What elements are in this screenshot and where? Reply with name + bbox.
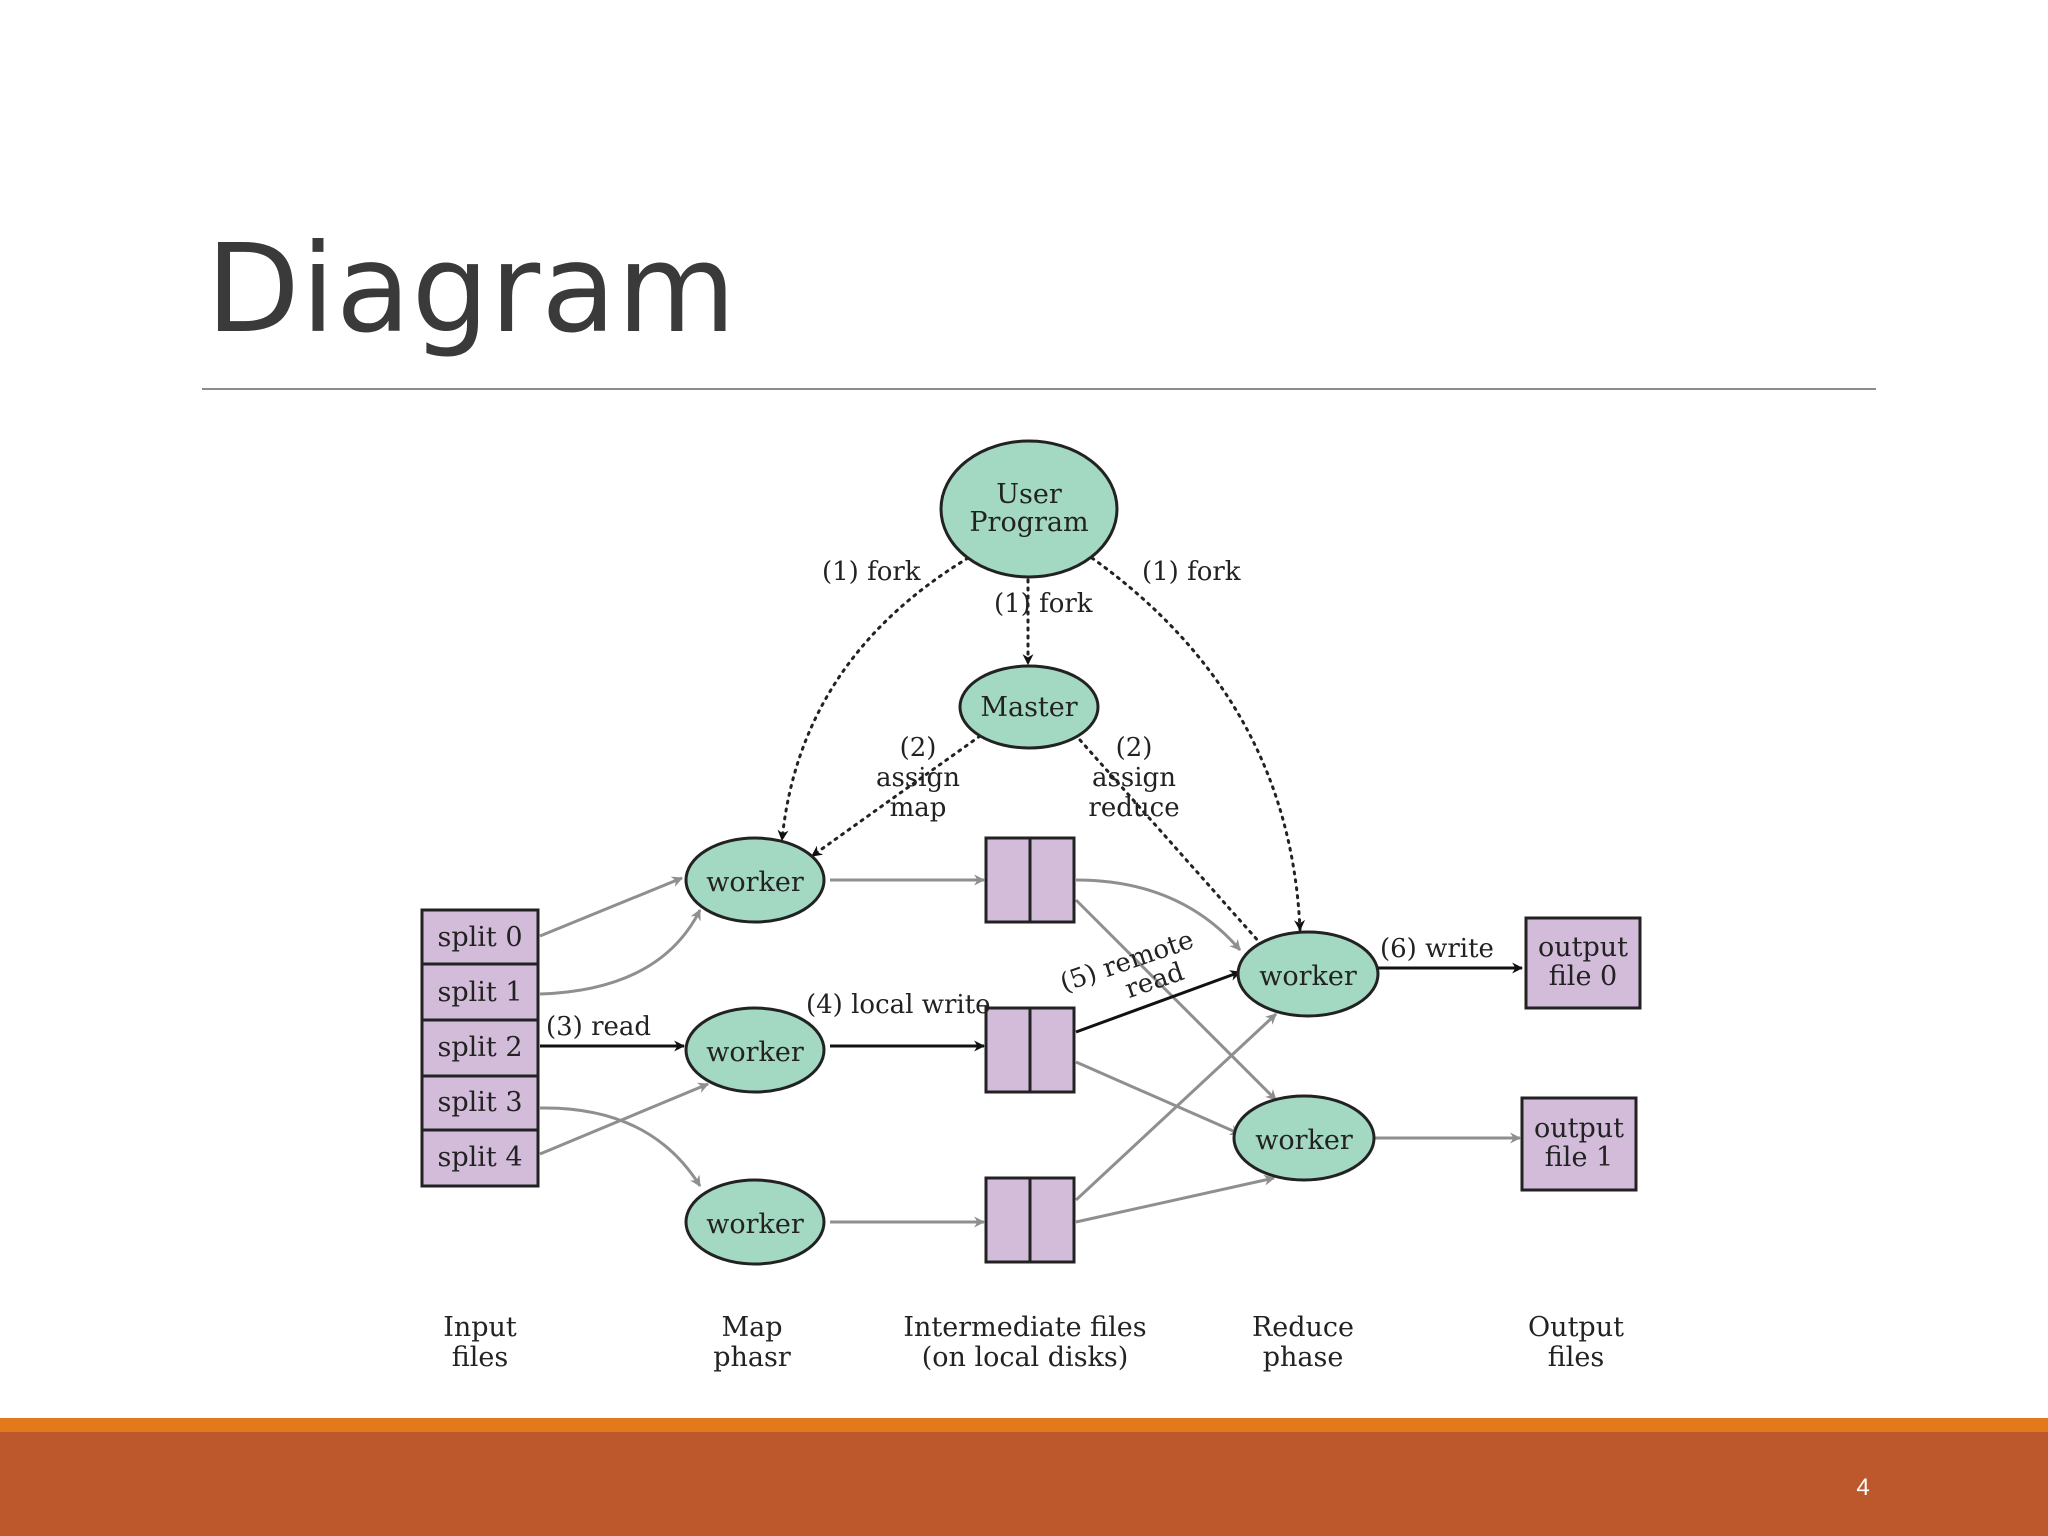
label-fork-left: (1) fork — [822, 557, 921, 587]
split-box-3 — [420, 1074, 540, 1132]
user-program-label-1: User — [996, 479, 1062, 510]
split-label: split 0 — [437, 922, 522, 953]
label-assign-map-3: map — [890, 793, 947, 823]
intermediate-file-middle — [984, 1006, 1076, 1094]
output-file-1: output file 1 — [1520, 1096, 1638, 1192]
output-file-1-label-1: output — [1534, 1113, 1624, 1144]
edge-file1-reduce1 — [1075, 878, 1242, 951]
label-fork-right: (1) fork — [1142, 557, 1241, 587]
phase-output-1: Output — [1528, 1312, 1624, 1343]
phase-map-1: Map — [721, 1312, 782, 1343]
edge-fork-left — [777, 556, 970, 842]
phase-input-2: files — [452, 1342, 508, 1373]
map-worker-top: worker — [684, 836, 826, 924]
intermediate-file-top — [984, 836, 1076, 924]
label-assign-map-2: assign — [876, 763, 960, 793]
phase-intermediate-1: Intermediate files — [903, 1312, 1146, 1343]
label-remote-read: (5) remote read — [1056, 925, 1197, 1005]
output-file-0-label-1: output — [1538, 932, 1628, 963]
footer-accent-stripe — [0, 1418, 2048, 1432]
edge-file3-reduce1 — [1074, 1012, 1278, 1202]
map-worker-bottom: worker — [684, 1178, 826, 1266]
master-label: Master — [980, 692, 1077, 723]
worker-label: worker — [706, 1209, 804, 1240]
label-assign-reduce-1: (2) — [1116, 733, 1153, 763]
split-box-4 — [420, 1128, 540, 1188]
master-node: Master — [958, 664, 1100, 750]
page-number: 4 — [1856, 1474, 1870, 1501]
worker-label: worker — [706, 867, 804, 898]
split-box-0 — [420, 908, 540, 966]
footer-band — [0, 1432, 2048, 1536]
user-program-label-2: Program — [969, 507, 1088, 538]
split-label: split 2 — [437, 1032, 522, 1063]
edge-remote-read — [1075, 970, 1242, 1034]
label-assign-map-1: (2) — [900, 733, 937, 763]
label-write: (6) write — [1380, 934, 1494, 964]
split-label: split 3 — [437, 1087, 522, 1118]
reduce-worker-top: worker — [1236, 930, 1380, 1018]
label-assign-reduce-3: reduce — [1088, 793, 1179, 823]
phase-map-2: phasr — [713, 1342, 791, 1373]
edge-split1-worker — [539, 909, 702, 996]
user-program-node: User Program — [939, 439, 1119, 579]
output-file-0-label-2: file 0 — [1549, 961, 1617, 992]
slide-title: Diagram — [206, 218, 737, 360]
worker-label: worker — [1259, 961, 1357, 992]
output-file-0: output file 0 — [1524, 916, 1642, 1010]
label-local-write: (4) local write — [806, 990, 991, 1020]
worker-label: worker — [1255, 1125, 1353, 1156]
split-box-2 — [420, 1018, 540, 1078]
title-divider — [202, 388, 1876, 390]
reduce-worker-bottom: worker — [1232, 1094, 1376, 1182]
edge-file1-reduce2 — [1074, 898, 1278, 1102]
edge-split3-worker — [539, 1106, 702, 1187]
split-label: split 4 — [437, 1142, 522, 1173]
phase-reduce-2: phase — [1263, 1342, 1344, 1373]
phase-input-1: Input — [443, 1312, 517, 1343]
edge-fork-right — [1090, 556, 1306, 932]
intermediate-file-bottom — [984, 1176, 1076, 1264]
edge-assign-reduce — [1078, 738, 1270, 954]
split-label: split 1 — [437, 977, 522, 1008]
edge-file3-reduce2 — [1075, 1174, 1276, 1224]
output-file-1-label-2: file 1 — [1545, 1142, 1613, 1173]
edge-assign-map — [810, 734, 982, 858]
phase-reduce-1: Reduce — [1252, 1312, 1354, 1343]
label-assign-reduce-2: assign — [1092, 763, 1176, 793]
input-splits: split 0 split 1 split 2 split 3 split 4 — [420, 908, 540, 1188]
map-worker-middle: worker — [684, 1006, 826, 1094]
phase-intermediate-2: (on local disks) — [922, 1342, 1129, 1373]
edge-split4-worker — [539, 1082, 710, 1156]
phase-output-2: files — [1548, 1342, 1604, 1373]
label-read: (3) read — [546, 1012, 651, 1042]
edge-split0-worker — [539, 876, 684, 938]
label-fork-center: (1) fork — [994, 589, 1093, 619]
worker-label: worker — [706, 1037, 804, 1068]
edge-file2-reduce2 — [1075, 1060, 1242, 1136]
